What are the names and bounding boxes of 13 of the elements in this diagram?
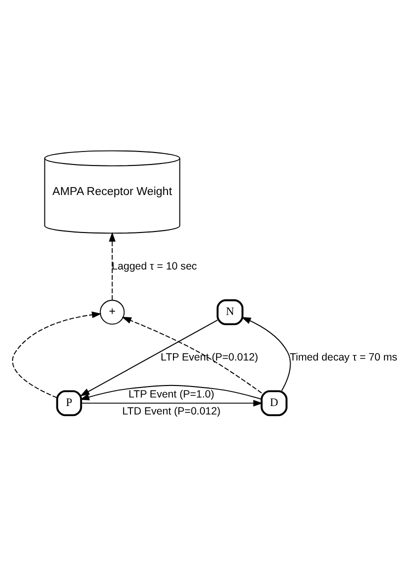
arrow — [122, 316, 262, 394]
arrow — [80, 399, 263, 406]
edge-label: Timed decay τ = 70 ms — [290, 350, 398, 363]
arrow — [241, 316, 291, 391]
arrow — [80, 384, 262, 400]
arrow — [108, 232, 116, 300]
edge-label: Lagged τ = 10 sec — [112, 260, 197, 272]
arrow — [12, 310, 102, 398]
edge-label: LTD Event (P=0.012) — [122, 405, 221, 417]
edge-label: LTP Event (P=0.012) — [160, 350, 258, 363]
node-circle: + — [100, 299, 125, 324]
edge-label: LTP Event (P=1.0) — [128, 388, 214, 400]
arrow — [80, 319, 218, 396]
